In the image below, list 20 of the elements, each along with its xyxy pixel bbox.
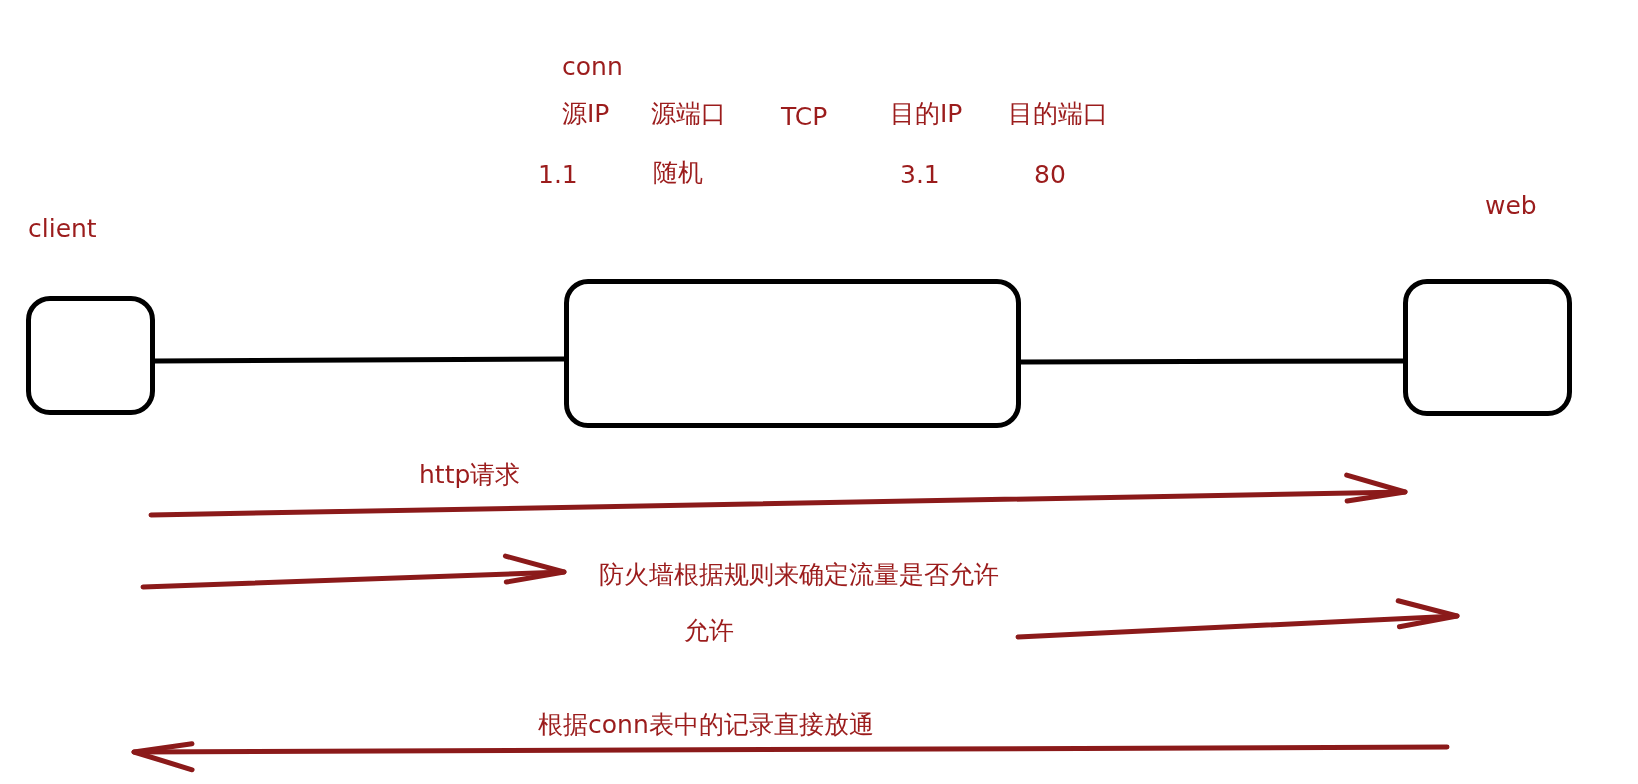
note-text: 根据conn表中的记录直接放通 [538,710,874,740]
host-box [1403,279,1572,416]
table-text: 3.1 [900,160,940,190]
table-text: 目的端口 [1008,99,1108,129]
table-text: conn [562,52,623,82]
firewall-box [564,279,1021,428]
table-text: 源IP [562,99,610,129]
host-box [26,296,155,415]
table-text: 80 [1034,160,1066,190]
table-text: TCP [781,102,828,132]
table-text: 随机 [653,158,703,188]
host-label: client [28,214,97,244]
table-text: 1.1 [538,160,578,190]
note-text: 允许 [684,616,734,646]
note-text: 防火墙根据规则来确定流量是否允许 [599,560,999,590]
arrow [148,472,1408,518]
host-label: web [1485,191,1537,221]
table-text: 目的IP [890,99,963,129]
arrow [140,553,567,590]
table-text: 源端口 [651,99,726,129]
